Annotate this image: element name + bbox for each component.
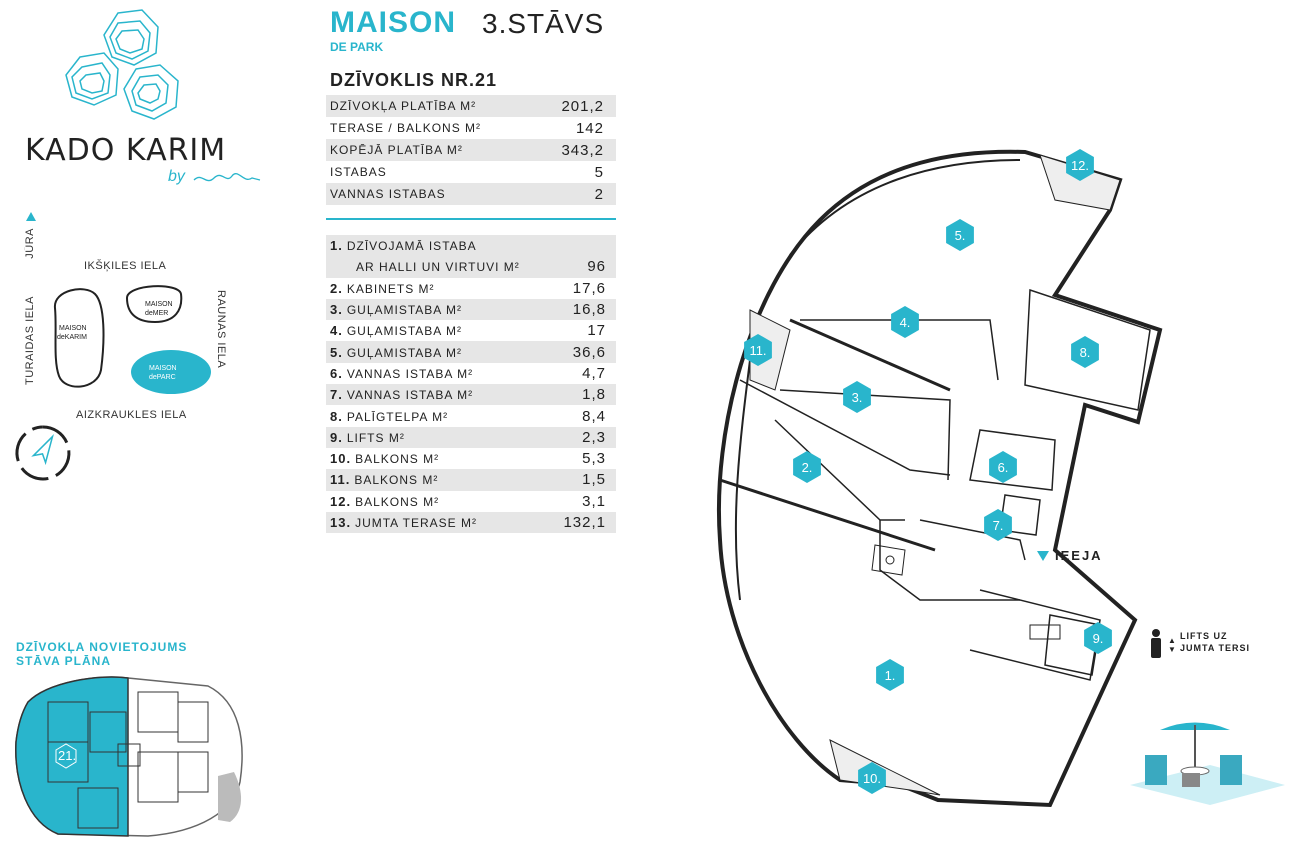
room-badge-1: 1. <box>876 659 904 691</box>
room-badge-7: 7. <box>984 509 1012 541</box>
svg-text:12.: 12. <box>1071 158 1089 173</box>
svg-text:7.: 7. <box>993 518 1004 533</box>
entrance-arrow-icon <box>1037 551 1049 561</box>
room-row: 1.DZĪVOJAMĀ ISTABA <box>326 235 616 257</box>
room-badge-10: 10. <box>858 762 886 794</box>
room-badges: 1.2.3.4.5.6.7.8.9.10.11.12.13. <box>744 149 1112 794</box>
lift-label: LIFTS UZ JUMTA TERSI <box>1180 631 1251 653</box>
logo-hexagons-icon <box>65 9 179 120</box>
compass-icon <box>15 425 71 481</box>
room-badge-6: 6. <box>989 451 1017 483</box>
page-subtitle: DE PARK <box>330 40 384 54</box>
svg-text:2.: 2. <box>802 460 813 475</box>
room-badge-8: 8. <box>1071 336 1099 368</box>
svg-text:1.: 1. <box>885 668 896 683</box>
street-ikskiles: IKŠĶILES IELA <box>84 260 167 272</box>
page-title: MAISON <box>330 6 456 39</box>
street-aizkraukles: AIZKRAUKLES IELA <box>76 409 187 421</box>
location-label: DZĪVOKĻA NOVIETOJUMS STĀVA PLĀNA <box>16 640 188 668</box>
brand-logo <box>60 5 190 125</box>
room-badge-4: 4. <box>891 306 919 338</box>
minimap-apt-badge: 21. <box>58 748 76 763</box>
room-badge-12: 12. <box>1066 149 1094 181</box>
jura-arrow-icon <box>26 212 36 221</box>
svg-text:8.: 8. <box>1080 345 1091 360</box>
lift-updown-icon: ▲▼ <box>1168 636 1176 654</box>
street-jura: JŪRA <box>24 228 36 259</box>
street-raunas: RAUNAS IELA <box>215 290 227 369</box>
entrance-label: IEEJA <box>1055 548 1103 563</box>
room-badge-5: 5. <box>946 219 974 251</box>
room-badge-2: 2. <box>793 451 821 483</box>
street-turaidas: TURAIDAS IELA <box>24 296 36 386</box>
brand-by: by <box>168 168 185 185</box>
svg-text:11.: 11. <box>749 343 766 358</box>
divider <box>326 218 616 220</box>
room-badge-9: 9. <box>1084 622 1112 654</box>
signature-icon <box>193 173 261 182</box>
svg-text:5.: 5. <box>955 228 966 243</box>
location-minimap: 21. <box>15 676 243 837</box>
room-badge-3: 3. <box>843 381 871 413</box>
brand-name: KADO KARIM <box>25 133 227 168</box>
svg-text:9.: 9. <box>1093 631 1104 646</box>
roof-terrace-illustration <box>1130 722 1285 805</box>
apartment-title: DZĪVOKLIS NR.21 <box>330 70 498 90</box>
room-badge-11: 11. <box>744 334 772 366</box>
svg-text:4.: 4. <box>900 315 911 330</box>
svg-text:6.: 6. <box>998 460 1009 475</box>
rooms-table: 1.DZĪVOJAMĀ ISTABA AR HALLI UN VIRTUVI M… <box>326 235 616 534</box>
person-icon <box>1148 628 1164 660</box>
svg-text:3.: 3. <box>852 390 863 405</box>
floor-plan: 1.2.3.4.5.6.7.8.9.10.11.12.13. <box>716 149 1163 808</box>
svg-text:10.: 10. <box>863 771 881 786</box>
floor-label: 3.STĀVS <box>482 8 605 39</box>
